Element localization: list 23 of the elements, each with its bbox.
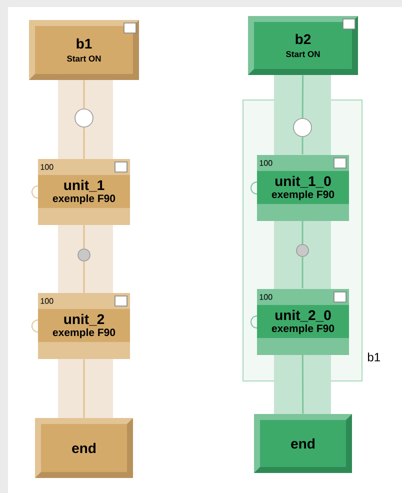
start-box: b2 Start ON — [248, 16, 358, 75]
connector-line — [302, 354, 304, 414]
unit-box: 100 unit_1 exemple F90 — [38, 159, 130, 225]
unit-box: 100 unit_2 exemple F90 — [38, 293, 130, 359]
connector-dot — [296, 244, 309, 257]
connector-line — [83, 127, 85, 159]
connector-line — [83, 261, 85, 293]
connector-line — [302, 136, 304, 154]
connector-dot — [78, 248, 90, 262]
connector-line — [83, 225, 85, 249]
connector-line — [302, 220, 304, 244]
connector-line — [302, 75, 304, 118]
connector-line — [302, 256, 304, 288]
start-box: b1 Start ON — [29, 20, 139, 80]
unit-box: 100 unit_2_0 exemple F90 — [257, 289, 349, 355]
end-box: end — [35, 418, 133, 478]
end-box: end — [254, 414, 352, 473]
connector-circle — [74, 108, 94, 128]
connector-circle — [293, 118, 312, 137]
connector-line — [83, 359, 85, 418]
group-label: b1 — [368, 352, 380, 362]
connector-line — [83, 80, 85, 109]
unit-box: 100 unit_1_0 exemple F90 — [257, 155, 349, 221]
